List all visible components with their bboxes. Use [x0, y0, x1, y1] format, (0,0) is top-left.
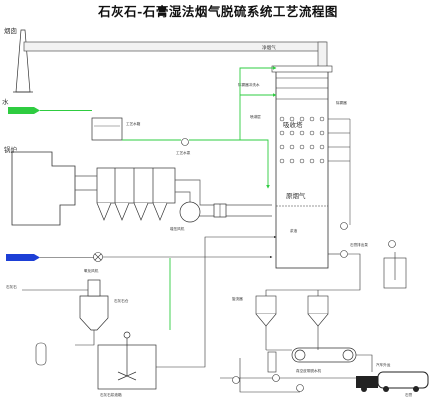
oxidation-fan-label: 氧化风机: [84, 268, 99, 273]
water-inlet: [8, 107, 92, 114]
process-pump: [181, 138, 189, 146]
hydrocyclone: [255, 295, 329, 327]
process-pump-label: 工艺水泵: [176, 150, 191, 155]
limestone-label: 石灰石: [6, 284, 17, 289]
gypsum-pump-label: 石膏排出泵: [350, 242, 368, 247]
booster-fan-label: 增压风机: [170, 226, 185, 231]
spray-layer-label: 喷淋层: [250, 114, 261, 119]
gypsum-truck: [356, 371, 429, 392]
mist-eliminator-label: 除雾器: [336, 100, 347, 105]
limestone-conveyor: [22, 289, 95, 346]
water-in-label: 水: [2, 97, 9, 106]
slurry-tank-label: 石灰石浆液箱: [100, 392, 122, 397]
boiler-label: 锅炉: [4, 145, 18, 154]
absorber-label: 吸收塔: [283, 120, 303, 129]
process-water-tank: [91, 117, 123, 141]
storage-tank: [35, 342, 47, 366]
process-tank-label: 工艺水箱: [126, 121, 141, 126]
bottom-pumps: [232, 351, 304, 392]
oxidation-fan: [93, 252, 273, 262]
chimney-label: 烟囱: [4, 26, 17, 35]
gypsum-label: 石膏: [405, 392, 413, 397]
boiler: [11, 151, 76, 226]
slurry-label: 浆液: [290, 228, 298, 233]
water-lines: [122, 66, 277, 330]
hydrocyclone-label: 旋流器: [232, 296, 243, 301]
gypsum-lines: [265, 253, 361, 350]
booster-fan: [179, 201, 227, 223]
limestone-slurry-tank: [97, 331, 157, 390]
absorber-tower: [271, 65, 333, 269]
clean-gas-label: 净烟气: [262, 44, 276, 51]
precipitator: [96, 167, 176, 221]
mist-wash-label: 除雾器冲洗水: [238, 82, 260, 87]
chimney: [13, 29, 33, 93]
raw-gas-label: 原烟气: [286, 191, 306, 200]
gypsum-pump: [340, 222, 348, 258]
slurry-supply-line: [156, 235, 277, 368]
oxidation-air-inlet: [6, 254, 95, 261]
diagram-title: 石灰石-石膏湿法烟气脱硫系统工艺流程图: [98, 4, 338, 19]
vacuum-belt-filter: [291, 347, 357, 363]
vacuum-belt-label: 真空皮带脱水机: [296, 368, 322, 373]
filtrate-tank: [383, 240, 407, 289]
truck-label: 汽车外运: [376, 362, 391, 367]
spray-feed-lines: [328, 118, 351, 225]
spray-nozzles: [279, 116, 325, 164]
limestone-silo-label: 石灰石仓: [114, 298, 129, 303]
limestone-silo: [79, 279, 109, 331]
